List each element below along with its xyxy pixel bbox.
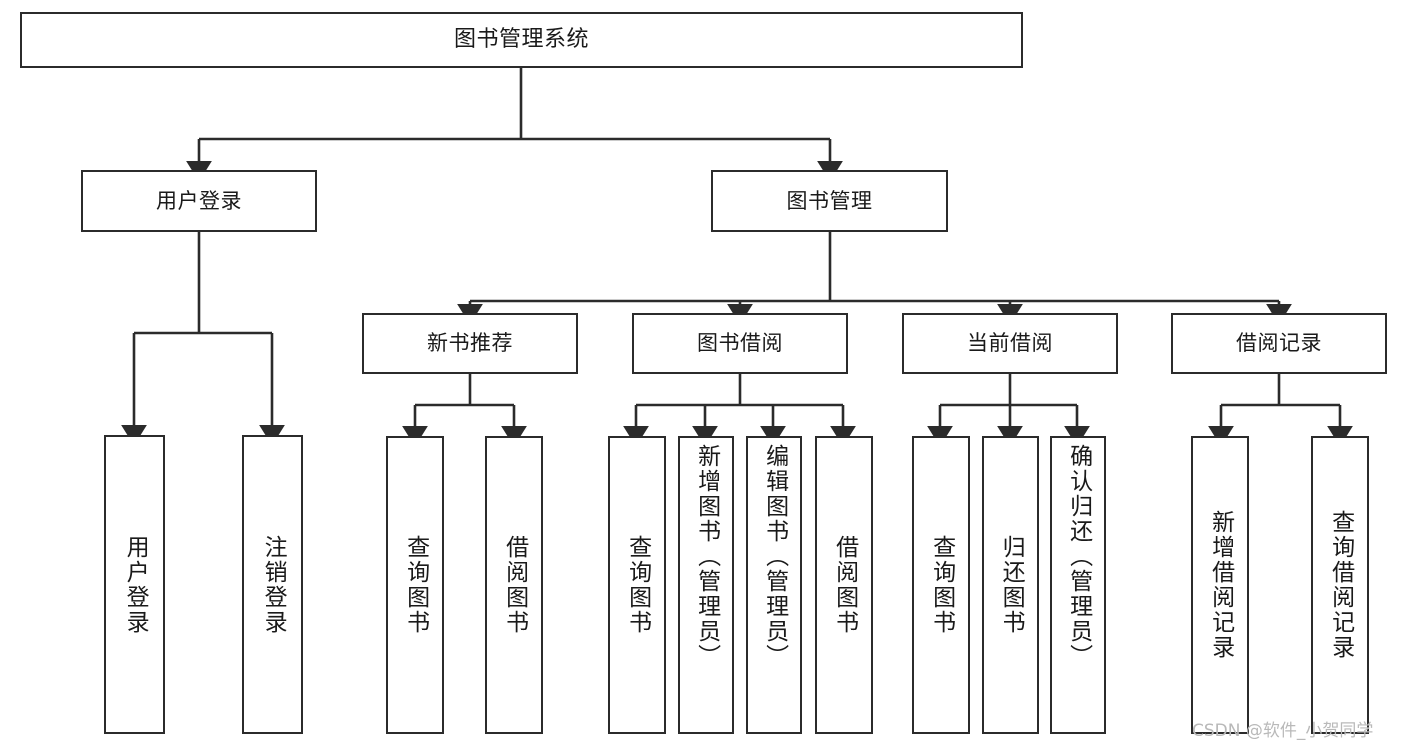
node-new-book-recommend[interactable]: 新书推荐	[362, 313, 578, 374]
leaf-add-borrow-record[interactable]: 新增借阅记录	[1191, 436, 1249, 734]
leaf-add-book-admin[interactable]: 新增图书（管理员）	[678, 436, 734, 734]
leaf-logout[interactable]: 注销登录	[242, 435, 303, 734]
node-label: 借阅图书	[501, 535, 528, 635]
node-label: 用户登录	[122, 534, 149, 635]
node-book-management[interactable]: 图书管理	[711, 170, 948, 232]
leaf-borrow-book[interactable]: 借阅图书	[815, 436, 873, 734]
node-label: 确认归还（管理员）	[1065, 444, 1092, 669]
leaf-return-book[interactable]: 归还图书	[982, 436, 1039, 734]
node-label: 查询借阅记录	[1327, 510, 1354, 660]
node-label: 编辑图书（管理员）	[761, 444, 788, 669]
node-label: 新书推荐	[427, 331, 513, 356]
node-root-book-management-system[interactable]: 图书管理系统	[20, 12, 1023, 68]
node-label: 新增图书（管理员）	[693, 444, 720, 669]
leaf-search-book-recommend[interactable]: 查询图书	[386, 436, 444, 734]
leaf-edit-book-admin[interactable]: 编辑图书（管理员）	[746, 436, 802, 734]
node-label: 借阅记录	[1236, 331, 1322, 356]
node-label: 查询图书	[624, 535, 651, 635]
leaf-search-book-borrow[interactable]: 查询图书	[608, 436, 666, 734]
node-label: 图书管理系统	[453, 27, 589, 53]
leaf-search-book-current[interactable]: 查询图书	[912, 436, 970, 734]
leaf-confirm-return-admin[interactable]: 确认归还（管理员）	[1050, 436, 1106, 734]
node-user-login[interactable]: 用户登录	[81, 170, 317, 232]
node-label: 图书借阅	[697, 331, 783, 356]
node-label: 借阅图书	[831, 535, 858, 635]
node-label: 查询图书	[402, 535, 429, 635]
watermark-text: CSDN @软件_小贺同学	[1192, 721, 1374, 741]
node-borrow-record[interactable]: 借阅记录	[1171, 313, 1387, 374]
leaf-borrow-book-recommend[interactable]: 借阅图书	[485, 436, 543, 734]
node-label: 图书管理	[786, 188, 873, 213]
node-label: 新增借阅记录	[1207, 510, 1234, 660]
node-label: 当前借阅	[967, 331, 1053, 356]
node-label: 查询图书	[928, 535, 955, 635]
node-label: 用户登录	[156, 188, 242, 213]
node-current-borrow[interactable]: 当前借阅	[902, 313, 1118, 374]
leaf-search-borrow-record[interactable]: 查询借阅记录	[1311, 436, 1369, 734]
leaf-user-login[interactable]: 用户登录	[104, 435, 165, 734]
node-label: 归还图书	[998, 535, 1025, 635]
node-book-borrow[interactable]: 图书借阅	[632, 313, 848, 374]
node-label: 注销登录	[260, 534, 287, 635]
